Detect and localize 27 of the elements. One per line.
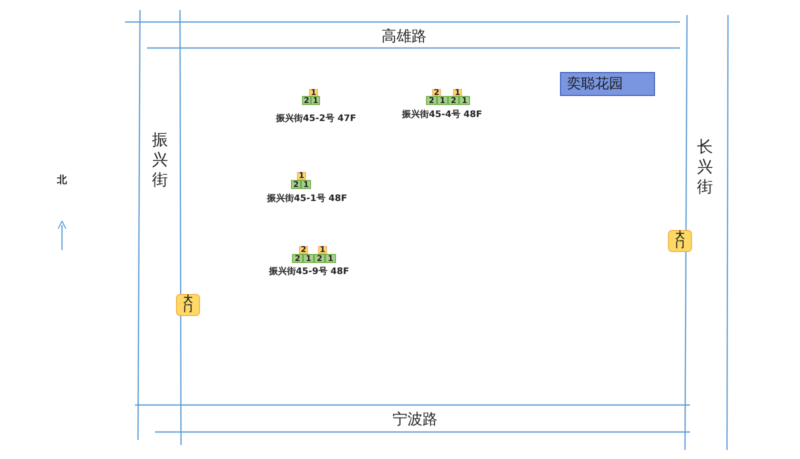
floor-cell: 1 <box>437 96 448 105</box>
floor-cell: 1 <box>303 254 314 263</box>
floor-cell: 2 <box>291 180 301 189</box>
road-name: 高雄路 <box>382 26 426 46</box>
building-label: 振兴街45-4号 48F <box>402 108 482 120</box>
floor-cell: 2 <box>292 254 303 263</box>
floor-cell: 1 <box>325 254 336 263</box>
road-name: 长兴街 <box>696 137 714 197</box>
floor-cell: 2 <box>299 246 308 254</box>
floor-cell: 2 <box>314 254 325 263</box>
floor-cell: 1 <box>297 172 306 180</box>
floor-cell: 2 <box>448 96 459 105</box>
gate-marker: 大门 <box>668 230 692 252</box>
building-label: 振兴街45-1号 48F <box>266 192 348 204</box>
building-label: 振兴街45-2号 47F <box>276 112 356 124</box>
road-name: 宁波路 <box>392 410 438 428</box>
floor-cell: 2 <box>302 96 311 105</box>
building-label: 振兴街45-9号 48F <box>268 265 350 278</box>
estate-name-box: 奕聪花园 <box>560 72 655 96</box>
north-label: 北 <box>57 174 67 187</box>
floor-cell: 1 <box>311 96 320 105</box>
floor-cell: 1 <box>318 246 327 254</box>
road-name: 振兴街 <box>152 130 168 190</box>
floor-cell: 2 <box>426 96 437 105</box>
floor-cell: 1 <box>459 96 470 105</box>
gate-marker: 大门 <box>176 294 200 316</box>
floor-cell: 1 <box>301 180 311 189</box>
